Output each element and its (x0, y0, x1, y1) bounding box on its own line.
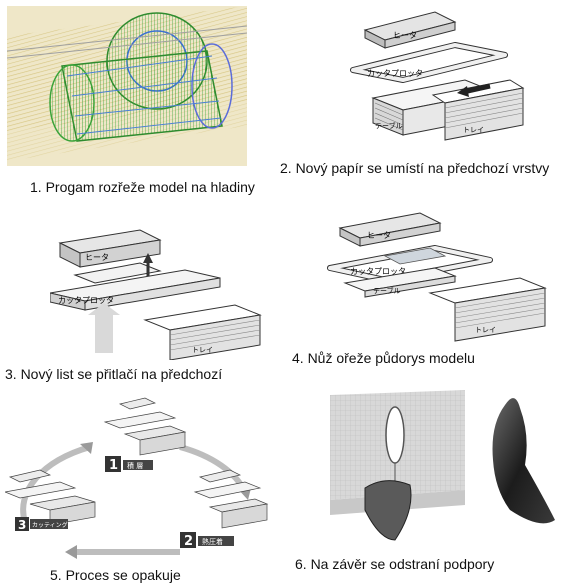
press-sheet-illustration: ヒータ カッタプロッタ トレイ (49, 215, 265, 361)
tray-label-4: トレイ (475, 326, 496, 334)
step6-caption: 6. Na závěr se odstraní podpory (295, 556, 495, 572)
knife-cut-illustration: ヒータ カッタプロッタ テーブル トレイ (325, 198, 550, 343)
table-label: テーブル (375, 121, 403, 130)
support-removal-photo (325, 380, 565, 545)
cycle-step1-label: 積 層 (127, 461, 143, 470)
heater-label: ヒータ (393, 31, 417, 40)
step1-caption: 1. Progam rozřeže model na hladiny (30, 179, 255, 195)
table-label-4: テーブル (373, 286, 401, 295)
step3-caption: 3. Nový list se přitlačí na předchozí (5, 366, 223, 382)
step5-caption: 5. Proces se opakuje (50, 567, 181, 583)
cycle-step3-label: カッティング (32, 521, 68, 529)
cycle-machine-left (3, 469, 96, 526)
cycle-machine-top (103, 397, 187, 456)
cycle-step1-number: 1 (109, 458, 118, 473)
tray-label-3: トレイ (192, 346, 213, 354)
cutter-label: カッタプロッタ (367, 69, 423, 78)
cycle-step2-number: 2 (184, 534, 193, 549)
cycle-machine-right (193, 469, 269, 529)
cycle-step2-label: 熱圧着 (202, 537, 223, 546)
tray-label: トレイ (463, 126, 484, 134)
cutter-label-3: カッタプロッタ (58, 296, 114, 305)
cutter-label-4: カッタプロッタ (350, 267, 406, 276)
heater-label-3: ヒータ (85, 253, 109, 262)
heater-label-4: ヒータ (367, 231, 391, 240)
paper-placement-illustration: ヒータ カッタプロッタ テーブル トレイ (345, 0, 525, 145)
cycle-step3-number: 3 (18, 518, 26, 532)
step2-caption: 2. Nový papír se umístí na předchozí vrs… (280, 160, 550, 176)
step4-caption: 4. Nůž ořeže půdorys modelu (292, 350, 475, 366)
process-cycle-illustration: 1 積 層 3 カッティング 2 熱圧着 (3, 392, 270, 564)
slicing-model-illustration (6, 6, 248, 166)
